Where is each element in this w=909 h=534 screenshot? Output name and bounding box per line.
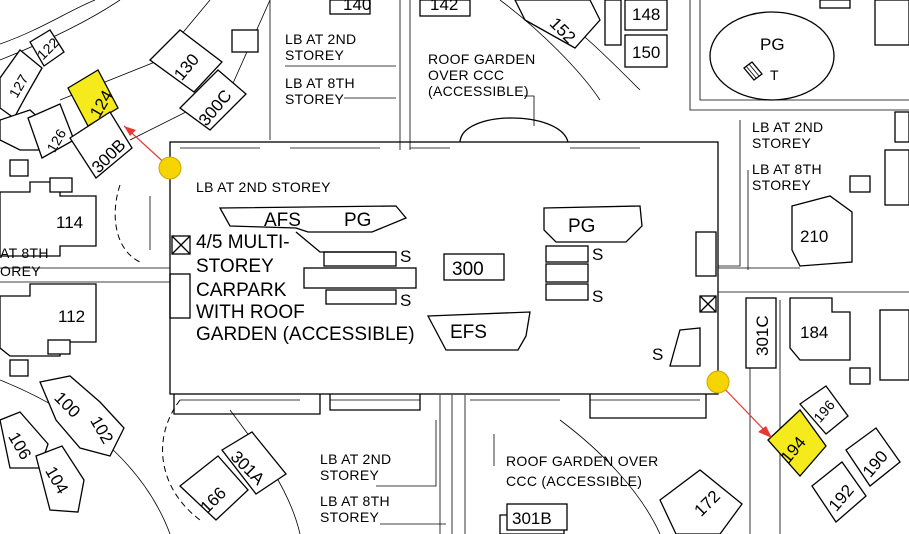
lb-2nd-bottom-2: STOREY <box>320 467 379 483</box>
main-carpark-block <box>169 117 719 419</box>
carpark-label-2: STOREY <box>196 256 274 277</box>
entrance-fixtures <box>169 231 717 319</box>
lb-8th-bottom-2: STOREY <box>320 509 379 525</box>
carpark-label-5: GARDEN (ACCESSIBLE) <box>196 324 415 345</box>
afs-pg-ramp: AFS PG S S <box>218 205 417 310</box>
s-shape-right: S <box>652 327 701 367</box>
location-markers <box>123 125 772 438</box>
marker-300-south-icon <box>706 370 730 394</box>
roof-garden-bottom-2: CCC (ACCESSIBLE) <box>506 473 642 489</box>
t-label: T <box>770 67 779 83</box>
carpark-label-4: WITH ROOF <box>196 302 305 323</box>
lb-2nd-top-1: LB AT 2ND <box>285 31 356 47</box>
lb-2nd-right-1: LB AT 2ND <box>752 119 823 135</box>
right-edge-buildings <box>879 111 909 381</box>
annotations: LB AT 2ND STOREY LB AT 8TH STOREY ROOF G… <box>0 31 823 525</box>
lb-8th-top-1: LB AT 8TH <box>285 75 355 91</box>
left-buildings: 127 122 126 124 300B 130 300C 114 112 10… <box>0 29 287 521</box>
arrow-to-194-icon <box>758 426 772 438</box>
block-142-label: 142 <box>430 0 458 14</box>
s-label-2: S <box>400 291 411 310</box>
playground-label: PG <box>760 35 785 54</box>
block-301c-label: 301C <box>753 315 772 356</box>
playground-oval: PG T <box>709 11 835 101</box>
block-300-label: 300 <box>452 259 484 280</box>
block-150-label: 150 <box>632 43 660 62</box>
bottom-right-buildings: 172 301B 301C 184 210 194 196 192 190 <box>499 175 901 534</box>
s-label-4: S <box>592 287 603 306</box>
lb-2nd-inline: LB AT 2ND STOREY <box>196 179 331 195</box>
block-114-label: 114 <box>56 213 83 232</box>
roof-garden-top-1: ROOF GARDEN <box>428 51 536 67</box>
block-112-label: 112 <box>58 307 85 326</box>
lb-8th-bottom-1: LB AT 8TH <box>320 493 390 509</box>
marker-300-north-icon <box>158 156 182 180</box>
lb-8th-top-2: STOREY <box>285 91 344 107</box>
block-140-label: 140 <box>343 0 371 14</box>
afs-label: AFS <box>264 210 301 231</box>
top-buildings: 140 142 152 148 150 <box>329 0 909 68</box>
s-label-3: S <box>592 245 603 264</box>
pg-right: PG S S <box>543 205 643 306</box>
lb-8th-partial-2: OREY <box>0 263 41 279</box>
block-300: 300 <box>443 253 505 281</box>
ramp-pg-label: PG <box>344 210 371 231</box>
carpark-label-3: CARPARK <box>196 280 287 301</box>
lb-2nd-bottom-1: LB AT 2ND <box>320 451 391 467</box>
carpark-label-1: 4/5 MULTI- <box>196 232 290 253</box>
lb-8th-right-2: STOREY <box>752 177 811 193</box>
roof-garden-top-3: (ACCESSIBLE) <box>428 83 529 99</box>
block-148-label: 148 <box>632 5 660 24</box>
lb-8th-partial-1: AT 8TH <box>0 245 49 261</box>
roof-garden-top-2: OVER CCC <box>428 67 504 83</box>
lb-2nd-top-2: STOREY <box>285 47 344 63</box>
arrow-to-124-icon <box>124 126 136 136</box>
carpark-description: 4/5 MULTI- STOREY CARPARK WITH ROOF GARD… <box>196 232 415 345</box>
roof-garden-bottom-1: ROOF GARDEN OVER <box>506 453 659 469</box>
lb-2nd-right-2: STOREY <box>752 135 811 151</box>
block-184-label: 184 <box>800 323 828 342</box>
s-label-1: S <box>400 247 411 266</box>
pg-right-label: PG <box>568 216 595 237</box>
efs-label: EFS <box>450 322 487 343</box>
efs-area: EFS <box>426 311 531 351</box>
block-301b-label: 301B <box>512 509 552 528</box>
block-210-label: 210 <box>800 227 828 246</box>
lb-8th-right-1: LB AT 8TH <box>752 161 822 177</box>
s-label-5: S <box>652 345 663 364</box>
